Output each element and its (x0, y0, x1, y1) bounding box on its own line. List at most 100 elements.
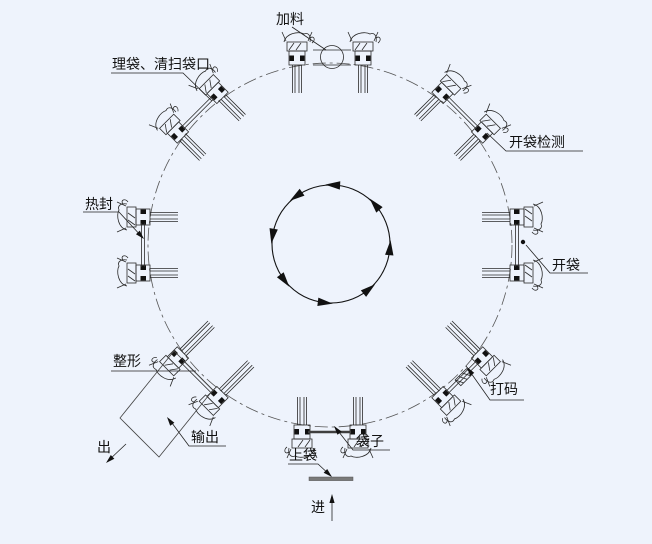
leader-output (168, 418, 226, 447)
gripper-hatch (204, 79, 212, 94)
gripper-clamp (166, 121, 190, 144)
gripper-posts (445, 320, 481, 356)
clamp-pad (170, 132, 178, 140)
leader-open-dot (520, 239, 526, 245)
clamp-pad (474, 125, 482, 133)
gripper-jaw-ticks (286, 448, 318, 459)
clamp-pad (210, 389, 218, 397)
gripper-jaw-ticks (446, 400, 472, 427)
gripper-hatch (353, 439, 367, 448)
gripper-handle-curl (481, 378, 488, 384)
rotation-arrow (360, 284, 376, 297)
gripper-handle (532, 203, 543, 231)
gripper-hatch (442, 79, 456, 88)
arrowhead (135, 230, 144, 239)
gripper-posts (219, 360, 255, 396)
gripper-body (291, 438, 313, 449)
gripper-hatch (524, 208, 533, 222)
gripper-handle-curl (284, 446, 290, 454)
arrowhead (323, 468, 332, 477)
gripper-clamp (470, 346, 494, 369)
bag-feed-platform (308, 476, 354, 481)
clamp-pad (294, 429, 299, 435)
rotation-direction-ring (269, 181, 394, 306)
gripper-handle-curl (340, 446, 346, 454)
leader-feed (291, 26, 327, 51)
gripper-body (479, 354, 501, 377)
gripper-body (352, 41, 374, 52)
gripper-jaw-ticks (446, 63, 472, 90)
dial-circle (147, 62, 513, 428)
gripper-clamp (470, 121, 494, 144)
gripper-body (126, 262, 137, 284)
gripper-handle-curl (503, 127, 509, 133)
gripper-handle (349, 32, 377, 43)
gripper-jaw-ticks (347, 31, 379, 42)
station-open-detect (414, 63, 512, 161)
gripper-handle (283, 32, 311, 43)
station-open (482, 201, 544, 291)
station-bag (284, 397, 374, 459)
gripper-posts (405, 360, 441, 396)
gripper-posts (453, 134, 481, 161)
clamp-pad (140, 209, 146, 214)
gripper-posts (292, 65, 302, 93)
rotation-arrow (317, 297, 333, 306)
held-bag-edges (180, 95, 215, 130)
gripper-jaw-ticks (188, 63, 214, 90)
gripper-clamp (431, 385, 454, 409)
gripper-clamp (206, 385, 229, 409)
gripper-hatch (487, 357, 496, 371)
gripper-handle-curl (375, 36, 381, 44)
gripper-jaw-ticks (485, 103, 512, 129)
gripper-hatch (204, 402, 218, 411)
gripper-jaw-ticks (533, 201, 544, 233)
station-seal (116, 199, 178, 289)
arrowhead (334, 426, 342, 435)
gripper-posts (482, 268, 510, 278)
gripper-jaw-ticks (485, 361, 512, 387)
rotation-arrow (385, 240, 394, 256)
gripper-hatch (127, 268, 136, 282)
clamp-pad (442, 93, 450, 101)
gripper-hatch (524, 264, 533, 278)
held-bag-edges (180, 360, 215, 395)
clamp-pad (482, 350, 490, 358)
gripper-handle (117, 203, 128, 231)
label-out: 出 (97, 440, 111, 456)
feed-frame (313, 49, 351, 66)
leader-bag-feed (288, 463, 332, 477)
leader-bag (334, 426, 390, 451)
station-label-seal: 热封 (85, 197, 113, 213)
leader-seal (83, 211, 144, 239)
gripper-posts (482, 212, 510, 222)
gripper-handle-curl (121, 255, 129, 261)
station-label-bag: 袋子 (356, 434, 384, 450)
coder-hatch (455, 372, 471, 384)
clamp-pad (210, 93, 218, 101)
gripper-posts (150, 212, 178, 222)
leader-arrowheads (106, 230, 475, 503)
leader-arrange-clean (111, 72, 213, 102)
held-bag-edges (141, 223, 145, 267)
gripper-jaw-ticks (342, 448, 374, 459)
clamp-pad (217, 397, 225, 405)
rotation-arrow (269, 228, 278, 244)
clamp-pad (482, 132, 490, 140)
held-bag-edges (515, 223, 519, 267)
gripper-hatch (288, 42, 302, 51)
gripper-handle-curl (531, 285, 539, 291)
clamp-pad (140, 276, 146, 281)
clamp-pad (178, 125, 186, 133)
clamp-pad (170, 350, 178, 358)
gripper-posts (353, 397, 363, 425)
arrowhead (167, 417, 175, 426)
gripper-posts (219, 94, 246, 122)
clamp-pad (300, 55, 305, 61)
gripper-hatch (127, 212, 136, 226)
clamp-pad (178, 357, 186, 365)
gripper-handle (117, 259, 128, 287)
arrowhead (329, 494, 335, 503)
